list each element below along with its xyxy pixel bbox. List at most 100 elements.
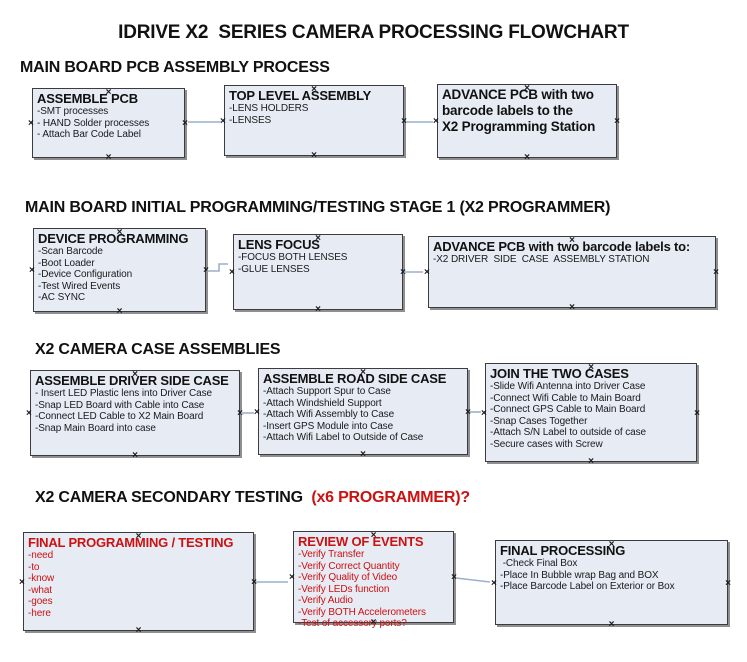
flow-box-assemble-road-side-case[interactable]: ASSEMBLE ROAD SIDE CASE -Attach Support … bbox=[258, 368, 468, 455]
box-item: -Snap Main Board into case bbox=[35, 422, 156, 434]
flow-box-review-of-events[interactable]: REVIEW OF EVENTS -Verify Transfer-Verify… bbox=[293, 531, 454, 629]
flow-box-final-processing[interactable]: FINAL PROCESSING -Check Final Box-Place … bbox=[495, 540, 728, 625]
box-item: -Scan Barcode bbox=[38, 246, 103, 257]
box-title: FINAL PROGRAMMING / TESTING bbox=[28, 535, 234, 550]
box-title: FINAL PROCESSING bbox=[500, 543, 626, 558]
connection-anchor-icon bbox=[524, 147, 530, 165]
connection-anchor-icon bbox=[401, 111, 407, 129]
box-item: -Slide Wifi Antenna into Driver Case bbox=[490, 381, 646, 392]
connection-anchor-icon bbox=[220, 111, 226, 129]
box-item: -Verify BOTH Accelerometers bbox=[298, 606, 426, 618]
flow-box-advance-pcb-programming-station[interactable]: ADVANCE PCB with two barcode labels to t… bbox=[437, 84, 617, 158]
section-heading-text: MAIN BOARD PCB ASSEMBLY PROCESS bbox=[20, 59, 330, 76]
box-item: -GLUE LENSES bbox=[238, 263, 310, 275]
box-item: -AC SYNC bbox=[38, 292, 85, 303]
box-item: -know bbox=[28, 573, 55, 584]
box-item: -Test of accessory ports? bbox=[298, 618, 407, 629]
box-item: -here bbox=[28, 607, 51, 619]
connection-anchor-icon bbox=[360, 362, 366, 380]
section-heading-text: X2 CAMERA CASE ASSEMBLIES bbox=[35, 341, 281, 358]
connection-anchor-icon bbox=[182, 113, 188, 131]
box-item: -LENS HOLDERS bbox=[229, 103, 309, 114]
box-item: -Attach Wifi Label to Outside of Case bbox=[263, 432, 424, 443]
flow-box-join-the-two-cases[interactable]: JOIN THE TWO CASES -Slide Wifi Antenna i… bbox=[485, 363, 697, 462]
box-item: -Connect LED Cable to X2 Main Board bbox=[35, 411, 204, 422]
box-item: -Secure cases with Screw bbox=[490, 438, 603, 450]
box-title: JOIN THE TWO CASES bbox=[490, 366, 629, 381]
box-item: -Snap Cases Together bbox=[490, 415, 588, 427]
connection-anchor-icon bbox=[569, 297, 575, 315]
box-item-list: -Slide Wifi Antenna into Driver Case-Con… bbox=[490, 381, 693, 450]
box-item: - Insert LED Plastic lens into Driver Ca… bbox=[35, 388, 212, 399]
connector-arrow-8[interactable] bbox=[455, 577, 491, 583]
box-item: -Attach Wifi Assembly to Case bbox=[263, 409, 395, 420]
flow-box-device-programming[interactable]: DEVICE PROGRAMMING -Scan Barcode-Boot Lo… bbox=[33, 228, 206, 312]
flow-box-top-level-assembly[interactable]: TOP LEVEL ASSEMBLY -LENS HOLDERS-LENSES bbox=[224, 85, 404, 156]
connection-anchor-icon bbox=[524, 78, 530, 96]
section-heading-pcb-assembly: MAIN BOARD PCB ASSEMBLY PROCESS bbox=[20, 59, 330, 77]
box-item-list: -Verify Transfer-Verify Correct Quantity… bbox=[298, 549, 450, 630]
flow-box-final-programming-testing[interactable]: FINAL PROGRAMMING / TESTING -need-to-kno… bbox=[23, 532, 254, 631]
box-item: -Verify LEDs function bbox=[298, 583, 390, 595]
box-item: -Verify Quality of Video bbox=[298, 572, 398, 583]
box-item: -what bbox=[28, 584, 52, 596]
connector-arrow-3[interactable] bbox=[207, 263, 228, 272]
section-heading-text: X2 CAMERA SECONDARY TESTING bbox=[35, 489, 312, 506]
connection-anchor-icon bbox=[106, 82, 112, 100]
flow-box-assemble-pcb[interactable]: ASSEMBLE PCB -SMT processes- HAND Solder… bbox=[32, 88, 185, 158]
box-item: - HAND Solder processes bbox=[37, 117, 150, 129]
connection-anchor-icon bbox=[132, 445, 138, 463]
box-item: -SMT processes bbox=[37, 106, 109, 117]
connection-anchor-icon bbox=[713, 262, 719, 280]
flow-box-assemble-driver-side-case[interactable]: ASSEMBLE DRIVER SIDE CASE - Insert LED P… bbox=[30, 370, 240, 456]
connection-anchor-icon bbox=[117, 222, 123, 240]
box-item-list: -FOCUS BOTH LENSES-GLUE LENSES bbox=[238, 252, 399, 275]
connection-anchor-icon bbox=[229, 262, 235, 280]
box-item-list: -X2 DRIVER SIDE CASE ASSEMBLY STATION bbox=[433, 254, 712, 266]
box-item-list: - Insert LED Plastic lens into Driver Ca… bbox=[35, 388, 236, 434]
box-title: LENS FOCUS bbox=[238, 237, 320, 252]
box-item: -Attach Support Spur to Case bbox=[263, 386, 391, 397]
connection-anchor-icon bbox=[569, 230, 575, 248]
connection-anchor-icon bbox=[433, 111, 439, 129]
connection-anchor-icon bbox=[26, 403, 32, 421]
flow-box-advance-pcb-driver-side[interactable]: ADVANCE PCB with two barcode labels to: … bbox=[428, 236, 716, 308]
box-item: -Check Final Box bbox=[500, 558, 578, 569]
section-heading-text: MAIN BOARD INITIAL PROGRAMMING/TESTING S… bbox=[25, 199, 611, 216]
connection-anchor-icon bbox=[315, 228, 321, 246]
connection-anchor-icon bbox=[609, 534, 615, 552]
connection-anchor-icon bbox=[132, 364, 138, 382]
connection-anchor-icon bbox=[371, 525, 377, 543]
box-item: -Attach S/N Label to outside of case bbox=[490, 427, 646, 438]
box-item-list: -SMT processes- HAND Solder processes- A… bbox=[37, 106, 181, 141]
connection-anchor-icon bbox=[237, 403, 243, 421]
box-title: ASSEMBLE ROAD SIDE CASE bbox=[263, 371, 447, 386]
box-item: - Attach Bar Code Label bbox=[37, 129, 141, 140]
connection-anchor-icon bbox=[588, 357, 594, 375]
section-heading-suffix: (x6 PROGRAMMER)? bbox=[311, 489, 470, 506]
connection-anchor-icon bbox=[694, 403, 700, 421]
box-item-list: -LENS HOLDERS-LENSES bbox=[229, 103, 400, 126]
box-item: -FOCUS BOTH LENSES bbox=[238, 252, 348, 263]
box-item-list: -Check Final Box-Place In Bubble wrap Ba… bbox=[500, 558, 724, 593]
box-item-list: -Attach Support Spur to Case-Attach Wind… bbox=[263, 386, 464, 444]
connection-anchor-icon bbox=[588, 451, 594, 469]
connection-anchor-icon bbox=[371, 612, 377, 630]
connection-anchor-icon bbox=[19, 572, 25, 590]
section-heading-initial-programming: MAIN BOARD INITIAL PROGRAMMING/TESTING S… bbox=[25, 199, 610, 217]
connection-anchor-icon bbox=[28, 113, 34, 131]
box-item: -to bbox=[28, 561, 40, 573]
box-item: -Verify Correct Quantity bbox=[298, 560, 400, 572]
connection-anchor-icon bbox=[360, 444, 366, 462]
box-item: -Place Barcode Label on Exterior or Box bbox=[500, 581, 675, 592]
connection-anchor-icon bbox=[311, 79, 317, 97]
connection-anchor-icon bbox=[315, 299, 321, 317]
box-item: -need bbox=[28, 550, 54, 561]
box-item: -Device Configuration bbox=[38, 269, 133, 280]
connection-anchor-icon bbox=[311, 145, 317, 163]
flow-box-lens-focus[interactable]: LENS FOCUS -FOCUS BOTH LENSES-GLUE LENSE… bbox=[233, 234, 403, 310]
box-item-list: -need-to-know-what-goes-here bbox=[28, 550, 250, 619]
connection-anchor-icon bbox=[136, 526, 142, 544]
box-item: -Connect Wifi Cable to Main Board bbox=[490, 392, 641, 404]
connection-anchor-icon bbox=[481, 403, 487, 421]
